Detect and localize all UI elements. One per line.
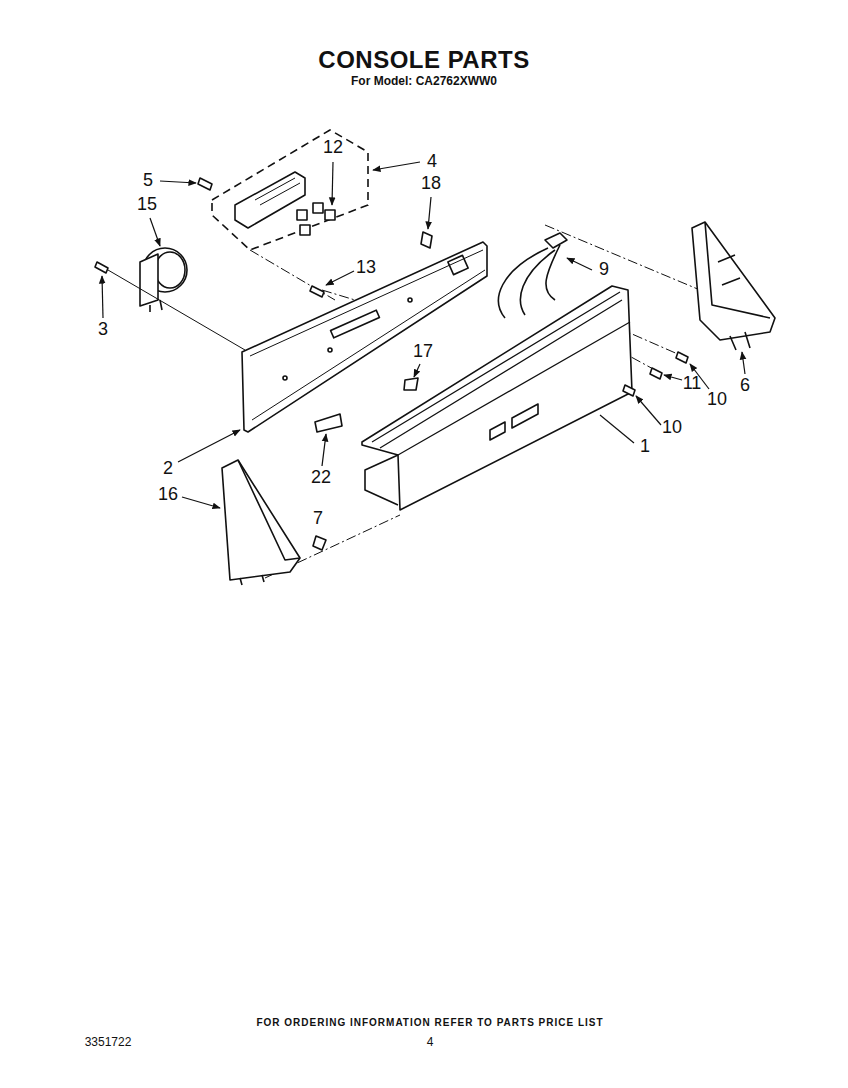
footer-note: FOR ORDERING INFORMATION REFER TO PARTS …	[256, 1017, 603, 1028]
callout-number: 18	[421, 174, 441, 194]
callout-number: 10	[662, 418, 682, 438]
callout-number: 7	[313, 509, 323, 529]
page-number: 4	[427, 1036, 434, 1049]
callout-number: 4	[427, 152, 437, 172]
callout-number: 17	[413, 342, 433, 362]
callout-number: 13	[356, 258, 376, 278]
document-number: 3351722	[85, 1036, 132, 1049]
callout-number: 16	[158, 485, 178, 505]
callout-number: 1	[640, 437, 650, 457]
model-number: For Model: CA2762XWW0	[351, 75, 497, 88]
callout-number: 11	[683, 374, 702, 394]
callout-number: 6	[740, 376, 750, 396]
callout-number: 5	[143, 171, 153, 191]
callout-number: 3	[98, 320, 108, 340]
page-title: CONSOLE PARTS	[318, 47, 529, 73]
callout-number: 12	[323, 138, 343, 158]
callout-number: 10	[707, 390, 727, 410]
callout-number: 15	[137, 195, 157, 215]
callout-number: 9	[599, 260, 609, 280]
callout-number: 2	[163, 459, 173, 479]
callout-number: 22	[311, 468, 331, 488]
